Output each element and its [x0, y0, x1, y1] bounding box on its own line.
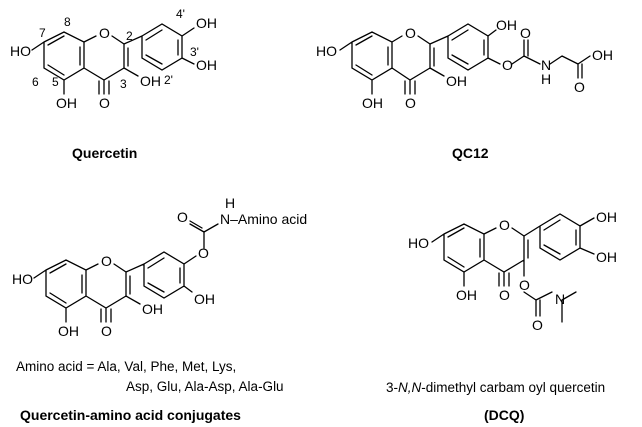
quercetin-pos-4p: 4'	[176, 7, 185, 21]
conj-footnote-line2: Asp, Glu, Ala-Asp, Ala-Glu	[126, 379, 284, 394]
dcq-oh3p: OH	[596, 249, 617, 265]
quercetin-pos-8: 8	[64, 15, 71, 29]
qc12-o-carbonyl: O	[520, 25, 531, 41]
dcq-oh4p: OH	[596, 209, 617, 225]
conj-ho7: HO	[12, 271, 33, 287]
quercetin-pos-5: 5	[52, 75, 59, 89]
qc12-o4: O	[405, 95, 416, 111]
quercetin-oh3p: OH	[196, 57, 217, 73]
quercetin-oh5: OH	[56, 95, 77, 111]
quercetin-oh4p: OH	[196, 15, 217, 31]
qc12-oh4p: OH	[496, 17, 517, 33]
qc12-h: H	[541, 71, 551, 87]
conjugates-structure: HO O OH O OH OH O O H N–Amino acid Amino…	[12, 195, 307, 423]
quercetin-pos-3p: 3'	[190, 45, 199, 59]
quercetin-ho7: HO	[10, 43, 31, 59]
dcq-bonds	[431, 213, 595, 323]
conj-oh5: OH	[58, 323, 79, 339]
conj-oh3: OH	[142, 301, 163, 317]
quercetin-o1: O	[99, 25, 110, 41]
quercetin-pos-6: 6	[32, 75, 39, 89]
conj-o1: O	[101, 253, 112, 269]
dcq-o-carbonyl: O	[532, 317, 543, 333]
quercetin-pos-7: 7	[39, 26, 46, 40]
dcq-o1: O	[499, 217, 510, 233]
qc12-o1: O	[405, 25, 416, 41]
dcq-structure: HO O OH O O O N OH OH 3-N,N-dimethyl car…	[386, 209, 617, 423]
conj-o-carbonyl: O	[177, 209, 188, 225]
quercetin-oh3: OH	[140, 73, 161, 89]
conjugates-bonds	[33, 220, 219, 323]
dcq-ho7: HO	[408, 235, 429, 251]
qc12-oh5: OH	[362, 95, 383, 111]
quercetin-structure: HO O OH O OH OH OH 7 8 6 5 2 3 2' 3' 4' …	[10, 7, 217, 161]
dcq-full-name: 3-N,N-dimethyl carbam oyl quercetin	[386, 380, 605, 395]
qc12-structure: HO O OH O OH OH O O N H O OH QC12	[316, 17, 613, 161]
quercetin-o4: O	[99, 95, 110, 111]
conj-oh3p: OH	[194, 291, 215, 307]
dcq-name-prefix: 3-	[386, 380, 398, 395]
qc12-o-ester: O	[502, 57, 513, 73]
quercetin-pos-2: 2	[126, 29, 133, 43]
quercetin-pos-3: 3	[120, 77, 127, 91]
quercetin-caption: Quercetin	[72, 145, 137, 161]
quercetin-bonds	[31, 23, 195, 95]
qc12-oh3: OH	[446, 73, 467, 89]
dcq-o4: O	[499, 287, 510, 303]
conj-h: H	[225, 195, 235, 211]
conj-footnote-line1: Amino acid = Ala, Val, Phe, Met, Lys,	[16, 359, 236, 374]
qc12-caption: QC12	[452, 145, 489, 161]
qc12-oh-acid: OH	[592, 47, 613, 63]
qc12-n: N	[541, 57, 551, 73]
dcq-n: N	[555, 291, 565, 307]
dcq-caption: (DCQ)	[484, 407, 524, 423]
conj-o4: O	[101, 323, 112, 339]
quercetin-pos-2p: 2'	[164, 73, 173, 87]
dcq-o-ester: O	[519, 277, 530, 293]
qc12-ho7: HO	[316, 43, 337, 59]
qc12-o-acid: O	[574, 79, 585, 95]
dcq-name-suffix: -dimethyl carbam oyl quercetin	[421, 380, 605, 395]
conj-o-ester: O	[198, 245, 209, 261]
conjugates-caption: Quercetin-amino acid conjugates	[20, 407, 241, 423]
dcq-name-italic: N,N	[398, 380, 422, 395]
conj-substituent: N–Amino acid	[220, 211, 307, 227]
dcq-oh5: OH	[456, 287, 477, 303]
qc12-bonds	[339, 23, 591, 95]
